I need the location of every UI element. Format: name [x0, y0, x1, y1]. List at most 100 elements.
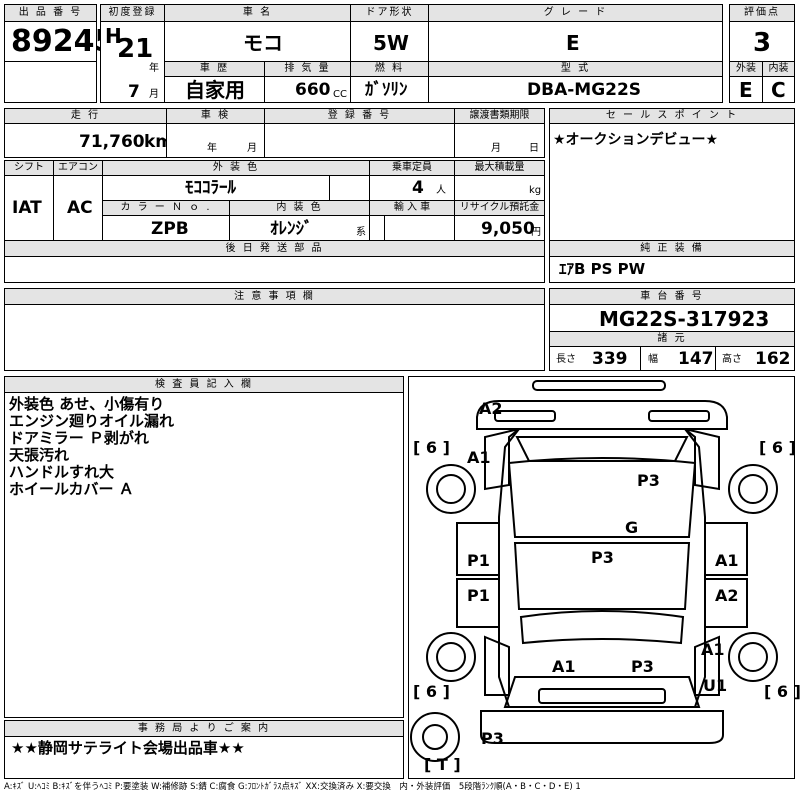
rear-window-outline — [538, 688, 666, 704]
transfer-deadline-label: 譲渡書類期限 — [454, 108, 545, 124]
lot-number: 89245 — [11, 24, 116, 59]
caution-cell — [4, 304, 545, 371]
dims-divider-1 — [640, 346, 641, 371]
exterior-grade: E — [739, 78, 753, 102]
mileage-label: 走 行 — [4, 108, 167, 124]
dimensions-label: 諸 元 — [549, 331, 795, 347]
displacement: 660 — [295, 80, 331, 100]
ac: AC — [67, 198, 93, 218]
grade: E — [566, 31, 580, 55]
recycle: 9,050 — [481, 219, 535, 239]
recycle-unit: 円 — [531, 227, 541, 238]
registration-number-cell — [264, 123, 455, 158]
later-parts-label: 後 日 発 送 部 品 — [4, 240, 545, 257]
grade-cell: E — [428, 21, 723, 62]
ac-cell: AC — [53, 175, 103, 241]
sales-point: ★オークションデビュー★ — [553, 132, 719, 148]
wheel-rear-left-hub — [436, 642, 466, 672]
model-cell: DBA-MG22S — [428, 76, 723, 103]
wheel-rear-left — [426, 632, 476, 682]
exterior-color-blank — [329, 175, 370, 201]
recycle-cell: 9,050 円 — [454, 215, 545, 241]
genuine-equipment-cell: ｴｱB PS PW — [549, 256, 795, 283]
office-label: 事 務 局 よ り ご 案 内 — [4, 720, 404, 737]
headlight-left — [494, 410, 556, 422]
lot-number-blank — [4, 61, 97, 103]
mark-front-left-fender: A1 — [467, 448, 491, 467]
recycle-label: リサイクル預託金 — [454, 200, 545, 216]
capacity-unit: 人 — [436, 185, 446, 196]
tire-front-left-depth: [ 6 ] — [413, 438, 450, 457]
rear-bumper-outline — [480, 710, 724, 744]
interior-color-label: 内 装 色 — [229, 200, 370, 216]
shift-cell: IAT — [4, 175, 54, 241]
max-load-cell: kg — [454, 175, 545, 201]
inspector-note: 外装色 あせ、小傷有り — [9, 395, 165, 413]
car-name-label: 車 名 — [164, 4, 351, 22]
color-number: ZPB — [151, 219, 189, 239]
lot-number-cell: 89245 — [4, 21, 115, 62]
car-name-cell: モコ — [164, 21, 351, 62]
mark-windshield: G — [625, 518, 639, 537]
inspector-note: ホイールカバー Ａ — [9, 480, 134, 498]
inspection-label: 車 検 — [166, 108, 265, 124]
score: 3 — [753, 28, 772, 58]
right-rear-door-outline — [704, 578, 748, 628]
sales-point-cell: ★オークションデビュー★ — [549, 123, 795, 241]
front-bumper-outline — [532, 380, 666, 391]
rear-left-quarter-outline — [484, 635, 510, 696]
mark-right-front-door: A1 — [715, 551, 739, 570]
dims-divider-2 — [715, 346, 716, 371]
mark-rear-left: A1 — [552, 657, 576, 676]
capacity: 4 — [412, 178, 424, 198]
lot-number-label: 出 品 番 号 — [4, 4, 97, 22]
color-number-cell: ZPB — [102, 215, 230, 241]
chassis-number: MG22S-317923 — [599, 307, 770, 331]
office-cell: ★★静岡サテライト会場出品車★★ — [4, 736, 404, 779]
wheel-front-right — [728, 464, 778, 514]
history-cell: 自家用 — [164, 76, 265, 103]
inspector-notes: 外装色 あせ、小傷有り エンジン廻りオイル漏れ ドアミラー Ｐ剥がれ 天張汚れ … — [9, 396, 174, 498]
spare-tire-label: [ T ] — [424, 755, 461, 774]
registration-month: 7 — [128, 82, 140, 102]
model: DBA-MG22S — [527, 80, 642, 100]
mark-rear-center: P3 — [631, 657, 654, 676]
chassis-cell: MG22S-317923 — [549, 304, 795, 332]
spare-tire-hub — [422, 724, 448, 750]
hood-outline — [507, 457, 697, 538]
car-name: モコ — [243, 31, 283, 55]
mark-right-rear-door: A2 — [715, 586, 739, 605]
inspector-note: ドアミラー Ｐ剥がれ — [9, 429, 149, 447]
max-load-unit: kg — [529, 185, 542, 196]
exterior-color-cell: ﾓｺｺﾗｰﾙ — [102, 175, 330, 201]
exterior-color: ﾓｺｺﾗｰﾙ — [185, 178, 236, 198]
transfer-deadline-cell: 月 日 — [454, 123, 545, 158]
mileage-unit: km — [144, 132, 174, 152]
width-label: 幅 — [648, 354, 658, 365]
shift: IAT — [12, 198, 42, 218]
wheel-front-right-hub — [738, 474, 768, 504]
color-number-label: カ ラ ー Ｎ ｏ . — [102, 200, 230, 216]
registration-year: 21 — [117, 34, 154, 64]
history: 自家用 — [185, 78, 245, 102]
height-label: 高さ — [722, 354, 742, 365]
caution-label: 注 意 事 項 欄 — [4, 288, 545, 305]
interior-color: ｵﾚﾝｼﾞ — [270, 219, 313, 239]
chassis-label: 車 台 番 号 — [549, 288, 795, 305]
tire-front-right-depth: [ 6 ] — [759, 438, 796, 457]
wheel-front-left-hub — [436, 474, 466, 504]
mark-left-front-door: P1 — [467, 551, 490, 570]
exterior-color-label: 外 装 色 — [102, 160, 370, 176]
import-cell — [384, 215, 455, 241]
import-cell-left — [369, 215, 385, 241]
first-registration-label: 初度登録 — [100, 4, 165, 22]
displacement-unit: CC — [333, 89, 347, 100]
damage-diagram: [ 6 ] [ 6 ] [ 6 ] [ 6 ] [ T ] A2 A1 P3 G… — [408, 376, 800, 779]
grade-label: グ レ ー ド — [428, 4, 723, 22]
mark-rear-right-corner: U1 — [703, 676, 728, 695]
interior-color-cell: ｵﾚﾝｼﾞ 系 — [229, 215, 370, 241]
wheel-rear-right-hub — [738, 642, 768, 672]
inspector-note: ハンドルすれ大 — [9, 463, 115, 481]
length-label: 長さ — [556, 354, 576, 365]
fuel-cell: ｶﾞｿﾘﾝ — [350, 76, 429, 103]
